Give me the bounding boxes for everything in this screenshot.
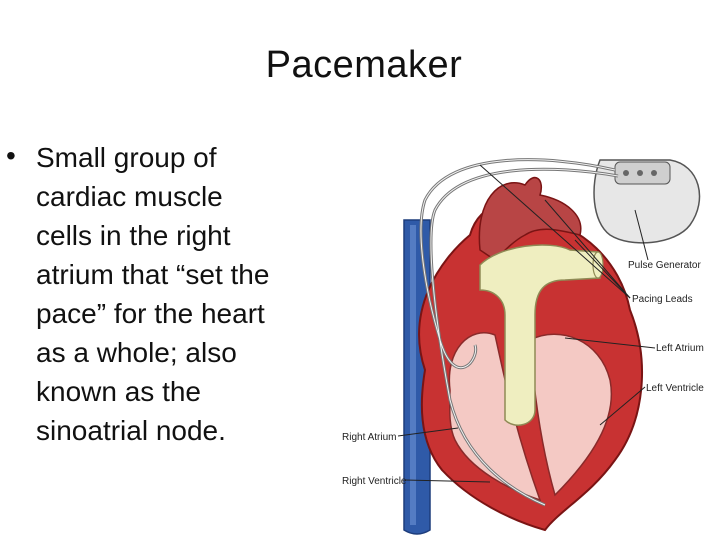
label-pulse-generator: Pulse Generator [628, 260, 701, 271]
pacemaker-heart-diagram: Pulse Generator Pacing Leads Left Atrium… [342, 158, 704, 535]
bullet-marker: • [6, 140, 16, 171]
vena-cava [403, 219, 431, 535]
bullet-text: Small group of cardiac muscle cells in t… [36, 142, 270, 446]
slide-title: Pacemaker [265, 44, 463, 86]
label-pointers [397, 164, 656, 483]
label-pacing-leads: Pacing Leads [632, 294, 693, 305]
pulse-generator [593, 159, 701, 244]
label-left-ventricle: Left Ventricle [646, 383, 704, 394]
label-right-ventricle: Right Ventricle [342, 476, 407, 487]
label-left-atrium: Left Atrium [656, 343, 704, 354]
label-right-atrium: Right Atrium [342, 432, 396, 443]
